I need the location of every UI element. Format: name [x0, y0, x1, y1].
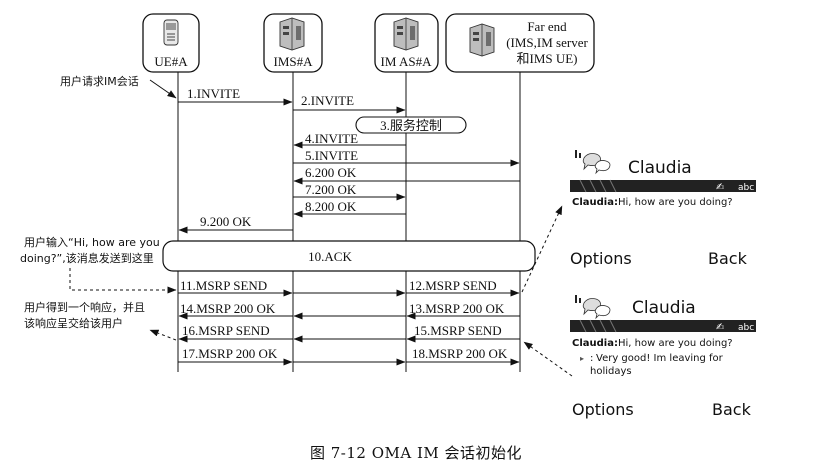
- msg-label-4: 4.INVITE: [305, 131, 358, 146]
- annotation-user-input-l2: doing?”,该消息发送到这里: [20, 251, 154, 265]
- sender-label: Claudia:: [572, 338, 618, 349]
- annotation-pointer-3: [149, 329, 177, 341]
- annotation-response-l1: 用户得到一个响应，并且: [24, 300, 145, 314]
- annotation-pointer-2: [69, 268, 177, 294]
- msg-label-11: 11.MSRP SEND: [180, 278, 267, 293]
- call-flow-diagram: UE#A IMS#A IM AS#A: [20, 13, 756, 419]
- pen-icon: ✍: [716, 322, 724, 333]
- sender-label: Claudia:: [572, 197, 618, 208]
- reply-prefix: :: [590, 353, 593, 364]
- input-mode: abc: [738, 183, 754, 193]
- message-text: Hi, how are you doing?: [618, 338, 733, 349]
- msg-label-18: 18.MSRP 200 OK: [412, 346, 508, 361]
- msg-label-14: 14.MSRP 200 OK: [180, 301, 276, 316]
- options-softkey[interactable]: Options: [572, 400, 634, 419]
- msg-label-7: 7.200 OK: [305, 182, 357, 197]
- pen-icon: ✍: [716, 182, 724, 193]
- entity-sublabel-1: (IMS,IM server: [506, 35, 588, 50]
- ack-box: [162, 240, 536, 272]
- reply-line-1: Very good! Im leaving for: [596, 353, 724, 364]
- server-icon: [279, 17, 305, 51]
- annotation-user-request: 用户请求IM会话: [60, 74, 139, 88]
- signal-pattern: [579, 179, 617, 193]
- contact-name: Claudia: [632, 298, 696, 318]
- entity-far-end: Far end (IMS,IM server 和IMS UE): [445, 13, 595, 73]
- back-softkey[interactable]: Back: [708, 249, 748, 268]
- reply-line-2: holidays: [590, 366, 632, 377]
- status-bar: [570, 180, 756, 192]
- options-softkey[interactable]: Options: [570, 249, 632, 268]
- chat-icon: [575, 295, 611, 320]
- entity-label-ims: IMS#A: [273, 54, 313, 69]
- entity-label-ue: UE#A: [154, 54, 188, 69]
- msg-label-10: 10.ACK: [308, 249, 352, 264]
- server-icon: [469, 23, 495, 57]
- msg-label-15: 15.MSRP SEND: [414, 323, 502, 338]
- status-bar: [570, 320, 756, 332]
- msg-label-3: 3.服务控制: [380, 118, 442, 133]
- annotation-user-input-l1: 用户输入“Hi, how are you: [24, 235, 160, 249]
- figure-caption: 图 7-12 OMA IM 会话初始化: [309, 444, 523, 462]
- service-control-box: [355, 116, 467, 134]
- entity-ims: IMS#A: [263, 13, 323, 73]
- msg-label-17: 17.MSRP 200 OK: [182, 346, 278, 361]
- phone-screen-1: Claudia ✍ abc Claudia: Hi, how are you d…: [570, 150, 756, 268]
- message-text: Hi, how are you doing?: [618, 197, 733, 208]
- input-mode: abc: [738, 323, 754, 333]
- annotation-pointer-1: [149, 79, 177, 99]
- msg-label-8: 8.200 OK: [305, 199, 357, 214]
- entity-label-far-end: Far end: [527, 19, 567, 34]
- entity-im-as: IM AS#A: [374, 13, 439, 73]
- reply-marker-icon: ▸: [580, 354, 584, 363]
- entity-label-im-as: IM AS#A: [381, 54, 433, 69]
- phone-screen-2: Claudia ✍ abc Claudia: Hi, how are you d…: [570, 295, 756, 419]
- msg-label-13: 13.MSRP 200 OK: [409, 301, 505, 316]
- msg-label-5: 5.INVITE: [305, 148, 358, 163]
- annotation-response-l2: 该响应呈交给该用户: [24, 316, 123, 330]
- msg-label-2: 2.INVITE: [301, 93, 354, 108]
- pointer-to-phone-1: [521, 205, 563, 293]
- server-icon: [393, 17, 419, 51]
- pointer-to-phone-2: [523, 341, 573, 377]
- msg-label-9: 9.200 OK: [200, 214, 252, 229]
- contact-name: Claudia: [628, 158, 692, 178]
- chat-icon: [575, 150, 611, 175]
- entity-sublabel-2: 和IMS UE): [516, 51, 577, 66]
- handset-icon: [163, 19, 179, 46]
- msg-label-12: 12.MSRP SEND: [409, 278, 497, 293]
- entity-ue: UE#A: [142, 13, 200, 73]
- signal-pattern: [579, 319, 617, 333]
- msg-label-6: 6.200 OK: [305, 165, 357, 180]
- back-softkey[interactable]: Back: [712, 400, 752, 419]
- msg-label-1: 1.INVITE: [187, 86, 240, 101]
- msg-label-16: 16.MSRP SEND: [182, 323, 270, 338]
